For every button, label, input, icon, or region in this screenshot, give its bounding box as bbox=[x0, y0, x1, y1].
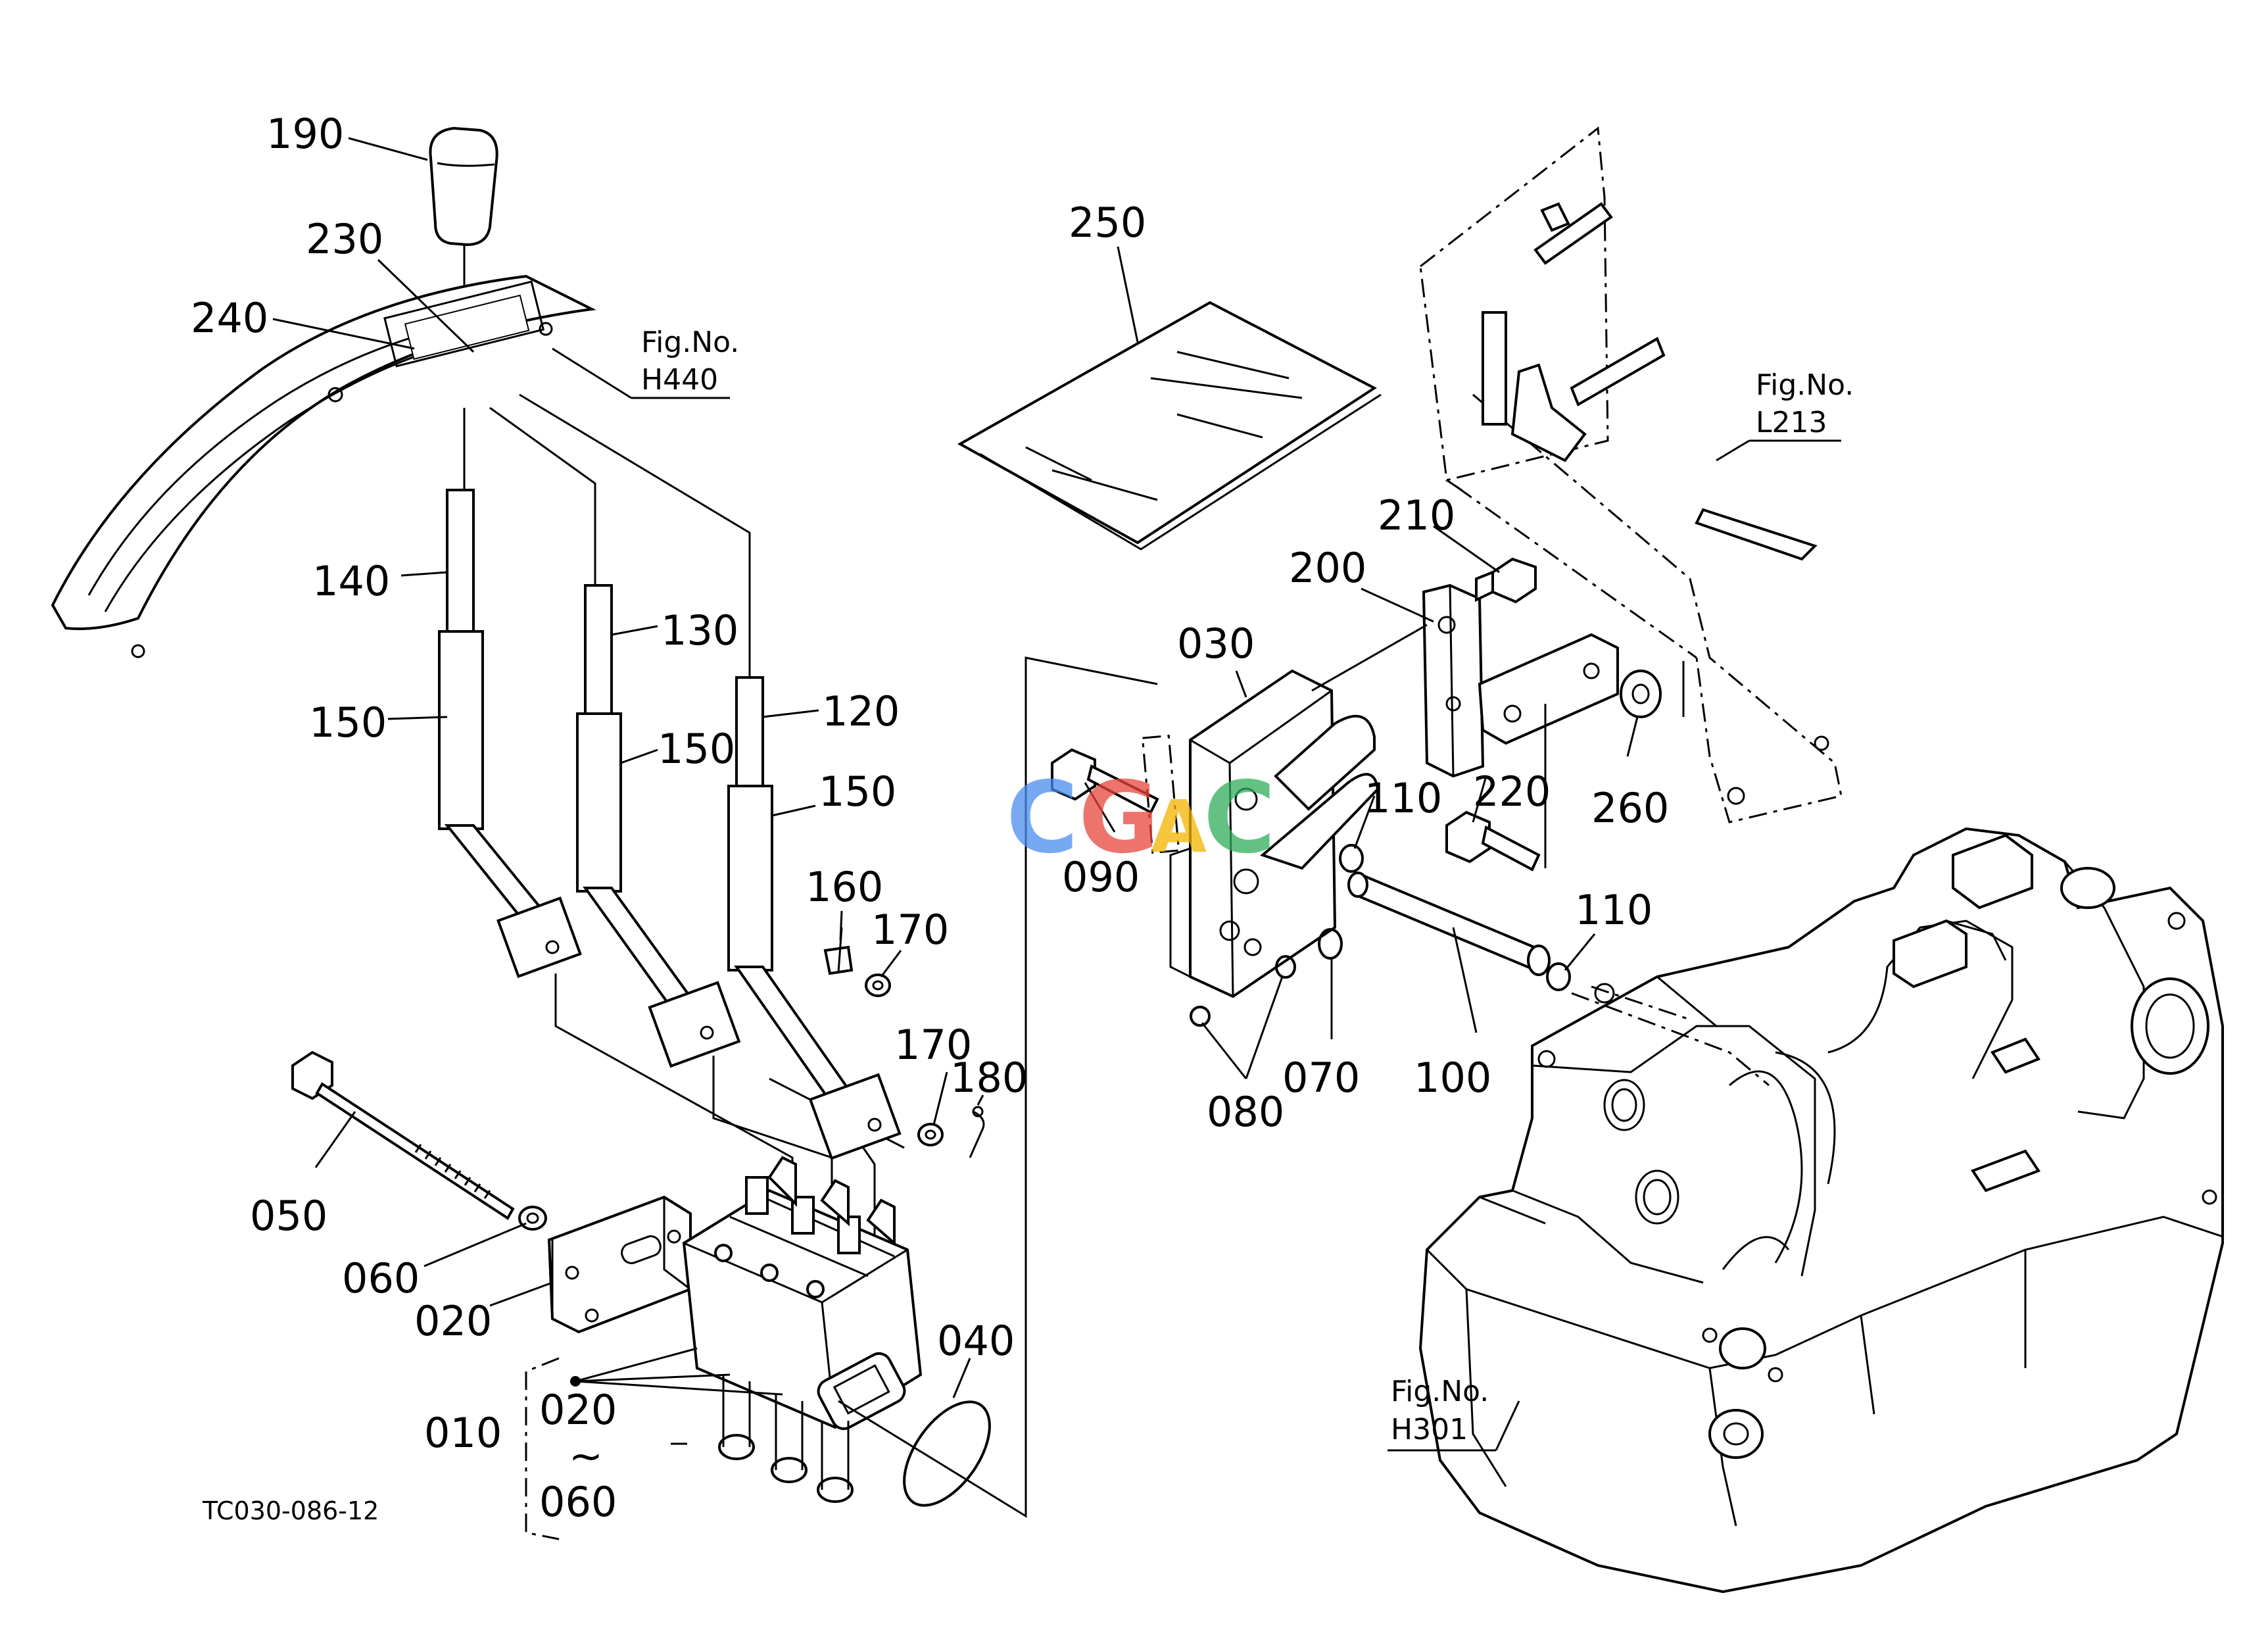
callout-080: 080 bbox=[1207, 1088, 1284, 1136]
callout-labels: 190 230 240 140 130 120 150 150 150 160 … bbox=[191, 110, 1669, 1526]
frame-l213 bbox=[1419, 126, 1843, 823]
callout-150a: 150 bbox=[309, 699, 387, 747]
watermark-logo: C G A C bbox=[1006, 761, 1276, 875]
bolt-220 bbox=[1445, 810, 1541, 872]
watermark-letter-g: G bbox=[1078, 761, 1159, 875]
callout-110a: 110 bbox=[1364, 774, 1442, 822]
washer-170a bbox=[865, 973, 891, 997]
callout-130: 130 bbox=[661, 606, 738, 654]
callout-210: 210 bbox=[1378, 491, 1455, 539]
plate-020 bbox=[547, 1195, 692, 1334]
callout-tilde: ~ bbox=[569, 1432, 603, 1480]
callout-230: 230 bbox=[306, 215, 383, 263]
o-ring-110a bbox=[1339, 844, 1364, 873]
pin-160 bbox=[823, 927, 854, 975]
valve-ports bbox=[718, 1375, 854, 1503]
lever-130 bbox=[576, 584, 741, 1068]
callout-150c: 150 bbox=[819, 768, 896, 816]
fig-ref-l213: Fig.No. L213 bbox=[1716, 368, 1854, 462]
callout-010: 010 bbox=[424, 1409, 502, 1457]
control-valve-010 bbox=[682, 1156, 923, 1503]
callout-180: 180 bbox=[950, 1054, 1028, 1102]
callout-220: 220 bbox=[1473, 768, 1551, 816]
callout-250: 250 bbox=[1069, 199, 1146, 247]
assembly-lines-right bbox=[1311, 624, 1770, 1087]
fig-ref-h301: Fig.No. H301 bbox=[1387, 1375, 1520, 1452]
callout-260: 260 bbox=[1591, 784, 1669, 832]
callout-150b: 150 bbox=[658, 725, 735, 773]
callout-140: 140 bbox=[312, 557, 390, 605]
bolt-050 bbox=[291, 1050, 515, 1220]
lever-guide-plate bbox=[51, 274, 596, 658]
watermark-letter-a: A bbox=[1151, 785, 1207, 869]
fig-ref-h440-code: H440 bbox=[641, 363, 718, 397]
fig-ref-l213-code: L213 bbox=[1756, 406, 1827, 439]
housing-h301 bbox=[1418, 827, 2224, 1594]
fig-ref-h440-label: Fig.No. bbox=[641, 326, 739, 359]
fig-ref-h301-label: Fig.No. bbox=[1391, 1375, 1489, 1408]
callout-190: 190 bbox=[266, 110, 344, 158]
callout-240: 240 bbox=[191, 294, 268, 342]
watermark-letter-c1: C bbox=[1006, 761, 1078, 875]
washer-060 bbox=[518, 1206, 547, 1231]
o-ring-040 bbox=[903, 1400, 991, 1507]
lever-120 bbox=[727, 676, 902, 1160]
callout-200: 200 bbox=[1289, 544, 1366, 592]
washer-170b bbox=[917, 1123, 944, 1146]
o-ring-070 bbox=[1318, 928, 1343, 960]
valve-spools bbox=[714, 1156, 896, 1298]
leader-lines bbox=[272, 137, 1639, 1445]
callout-040: 040 bbox=[937, 1317, 1015, 1365]
lever-140 bbox=[438, 489, 582, 978]
callout-120: 120 bbox=[822, 687, 900, 735]
fitting-090 bbox=[1051, 734, 1180, 854]
cotter-pin-180 bbox=[969, 1106, 985, 1158]
callout-050: 050 bbox=[250, 1192, 327, 1240]
callout-170a: 170 bbox=[871, 906, 949, 954]
callout-070: 070 bbox=[1282, 1054, 1360, 1102]
o-ring-080a bbox=[1275, 955, 1296, 979]
pipe-100 bbox=[1347, 872, 1551, 976]
callout-110b: 110 bbox=[1575, 886, 1653, 934]
manual-250 bbox=[957, 301, 1382, 551]
callout-020b: 020 bbox=[539, 1386, 617, 1434]
callout-060b: 060 bbox=[539, 1478, 617, 1526]
fig-ref-h301-code: H301 bbox=[1391, 1413, 1468, 1446]
callout-170b: 170 bbox=[894, 1021, 972, 1069]
bracket-200 bbox=[1422, 583, 1619, 778]
drawing-code: TC030-086-12 bbox=[202, 1496, 379, 1525]
callout-160: 160 bbox=[806, 863, 883, 911]
manifold-block-030 bbox=[1169, 669, 1380, 998]
assembly-lines-center bbox=[838, 656, 1158, 1518]
fig-ref-l213-label: Fig.No. bbox=[1756, 368, 1854, 402]
callout-090: 090 bbox=[1062, 853, 1140, 901]
washer-260 bbox=[1620, 670, 1662, 718]
callout-020a: 020 bbox=[414, 1297, 492, 1345]
callout-030: 030 bbox=[1177, 620, 1255, 668]
fitting-210 bbox=[1475, 557, 1537, 604]
watermark-letter-c2: C bbox=[1203, 761, 1276, 875]
fig-ref-h440: Fig.No. H440 bbox=[552, 326, 739, 399]
callout-060: 060 bbox=[342, 1254, 420, 1302]
o-ring-110b bbox=[1546, 962, 1571, 991]
callout-100: 100 bbox=[1414, 1054, 1491, 1102]
o-ring-080b bbox=[1190, 1006, 1211, 1027]
kit-bracket bbox=[525, 1347, 783, 1540]
